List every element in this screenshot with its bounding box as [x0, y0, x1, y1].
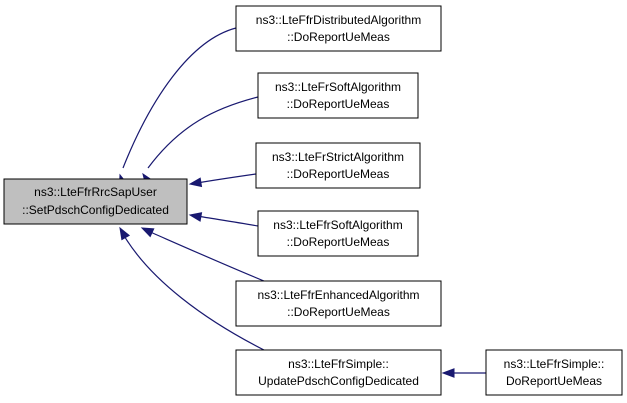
node-lte-ffr-simple-do-report[interactable]: ns3::LteFfrSimple:: DoReportUeMeas	[485, 349, 623, 396]
node-lte-ffr-simple-do-report-line-1: ns3::LteFfrSimple::	[504, 357, 605, 371]
edge-ffr-soft-to-root-arrowhead	[188, 212, 203, 222]
node-root-line-1: ns3::LteFfrRrcSapUser	[34, 185, 157, 199]
node-lte-ffr-enhanced-algorithm-line-1: ns3::LteFfrEnhancedAlgorithm	[257, 288, 419, 302]
node-lte-fr-soft-algorithm[interactable]: ns3::LteFrSoftAlgorithm ::DoReportUeMeas	[257, 72, 419, 119]
nodes: ns3::LteFfrRrcSapUser ::SetPdschConfigDe…	[3, 5, 623, 396]
edge-simple-update-to-root	[122, 233, 265, 351]
node-lte-ffr-enhanced-algorithm[interactable]: ns3::LteFfrEnhancedAlgorithm ::DoReportU…	[235, 280, 442, 327]
node-lte-ffr-simple-update[interactable]: ns3::LteFfrSimple:: UpdatePdschConfigDed…	[235, 349, 442, 396]
node-lte-ffr-enhanced-algorithm-line-2: ::DoReportUeMeas	[287, 305, 390, 319]
node-lte-fr-strict-algorithm[interactable]: ns3::LteFrStrictAlgorithm ::DoReportUeMe…	[255, 142, 421, 189]
node-lte-ffr-simple-update-line-1: ns3::LteFfrSimple::	[288, 357, 389, 371]
node-lte-fr-soft-algorithm-line-2: ::DoReportUeMeas	[287, 97, 390, 111]
edge-fr-soft-to-root	[147, 96, 259, 169]
node-lte-fr-strict-algorithm-line-2: ::DoReportUeMeas	[287, 167, 390, 181]
edge-ffr-soft-to-root	[196, 215, 259, 227]
node-lte-ffr-distributed-algorithm-line-1: ns3::LteFfrDistributedAlgorithm	[256, 13, 421, 27]
node-lte-ffr-distributed-algorithm-line-2: ::DoReportUeMeas	[287, 30, 390, 44]
edge-fr-strict-to-root	[196, 173, 257, 184]
edge-simple-report-to-update-arrowhead	[441, 368, 455, 378]
node-lte-ffr-soft-algorithm-line-2: ::DoReportUeMeas	[287, 235, 390, 249]
edge-enhanced-to-root	[147, 230, 265, 282]
edge-distributed-to-root	[122, 27, 237, 169]
edge-enhanced-to-root-arrowhead	[140, 227, 155, 238]
node-lte-ffr-soft-algorithm-line-1: ns3::LteFfrSoftAlgorithm	[273, 218, 402, 232]
node-lte-fr-soft-algorithm-line-1: ns3::LteFrSoftAlgorithm	[275, 80, 401, 94]
edge-simple-update-to-root-arrowhead	[119, 226, 131, 241]
node-lte-ffr-distributed-algorithm[interactable]: ns3::LteFfrDistributedAlgorithm ::DoRepo…	[235, 5, 442, 52]
node-lte-fr-strict-algorithm-line-1: ns3::LteFrStrictAlgorithm	[272, 150, 404, 164]
edge-fr-strict-to-root-arrowhead	[188, 177, 203, 188]
node-lte-ffr-simple-do-report-line-2: DoReportUeMeas	[506, 374, 602, 388]
node-lte-ffr-simple-update-line-2: UpdatePdschConfigDedicated	[258, 374, 419, 388]
node-lte-ffr-soft-algorithm[interactable]: ns3::LteFfrSoftAlgorithm ::DoReportUeMea…	[257, 210, 419, 257]
node-root[interactable]: ns3::LteFfrRrcSapUser ::SetPdschConfigDe…	[3, 178, 188, 225]
node-root-line-2: ::SetPdschConfigDedicated	[22, 203, 169, 217]
